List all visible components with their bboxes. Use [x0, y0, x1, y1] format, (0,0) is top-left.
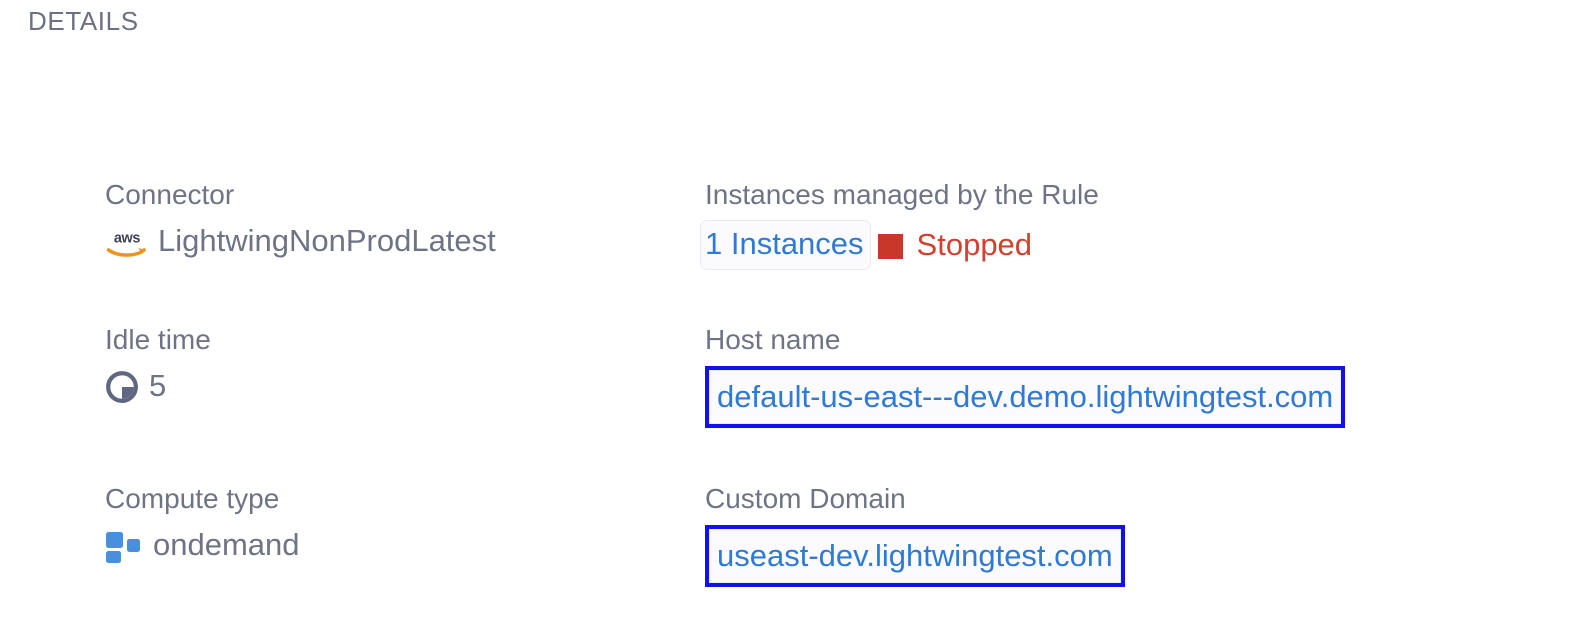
host-name-annotation-box: default-us-east---dev.demo.lightwingtest… — [705, 366, 1346, 428]
field-custom-domain: Custom Domain useast-dev.lightwingtest.c… — [705, 482, 1575, 587]
clock-icon — [105, 370, 139, 404]
svg-text:aws: aws — [114, 230, 141, 246]
idle-time-value-group: 5 — [105, 366, 705, 406]
details-row-2: Idle time 5 Host name de — [105, 323, 1575, 428]
blocks-icon — [105, 530, 143, 564]
status-badge: Stopped — [877, 225, 1033, 265]
custom-domain-value-group: useast-dev.lightwingtest.com — [705, 518, 1575, 587]
host-name-label: Host name — [705, 324, 841, 355]
connector-value-group: aws LightwingNonProdLatest — [105, 221, 705, 261]
page-title: DETAILS — [28, 6, 139, 36]
field-idle-time: Idle time 5 — [105, 323, 705, 406]
instances-label: Instances managed by the Rule — [705, 179, 1099, 210]
aws-icon: aws — [105, 226, 149, 260]
stopped-square-icon — [877, 233, 903, 259]
status-text: Stopped — [916, 227, 1033, 262]
host-name-value-group: default-us-east---dev.demo.lightwingtest… — [705, 359, 1575, 428]
host-name-link[interactable]: default-us-east---dev.demo.lightwingtest… — [709, 370, 1342, 424]
connector-value: LightwingNonProdLatest — [158, 223, 496, 258]
field-compute-type: Compute type ondemand — [105, 482, 705, 565]
field-instances: Instances managed by the Rule 1 Instance… — [701, 178, 1575, 269]
field-connector: Connector aws LightwingNonProdLatest — [105, 178, 705, 261]
connector-label: Connector — [105, 179, 235, 210]
custom-domain-label: Custom Domain — [705, 483, 906, 514]
compute-type-value: ondemand — [153, 527, 300, 562]
idle-time-label: Idle time — [105, 324, 211, 355]
idle-time-value: 5 — [149, 368, 167, 403]
instances-count-link[interactable]: 1 Instances — [701, 221, 870, 269]
custom-domain-link[interactable]: useast-dev.lightwingtest.com — [709, 529, 1121, 583]
instances-value-group: 1 Instances Stopped — [701, 221, 1575, 269]
compute-type-value-group: ondemand — [105, 525, 705, 565]
compute-type-label: Compute type — [105, 483, 280, 514]
field-host-name: Host name default-us-east---dev.demo.lig… — [705, 323, 1575, 428]
custom-domain-annotation-box: useast-dev.lightwingtest.com — [705, 525, 1125, 587]
details-row-1: Connector aws LightwingNonProdLatest Ins… — [105, 178, 1575, 269]
details-grid: Connector aws LightwingNonProdLatest Ins… — [105, 178, 1575, 587]
details-row-3: Compute type ondemand Custom Domain — [105, 482, 1575, 587]
